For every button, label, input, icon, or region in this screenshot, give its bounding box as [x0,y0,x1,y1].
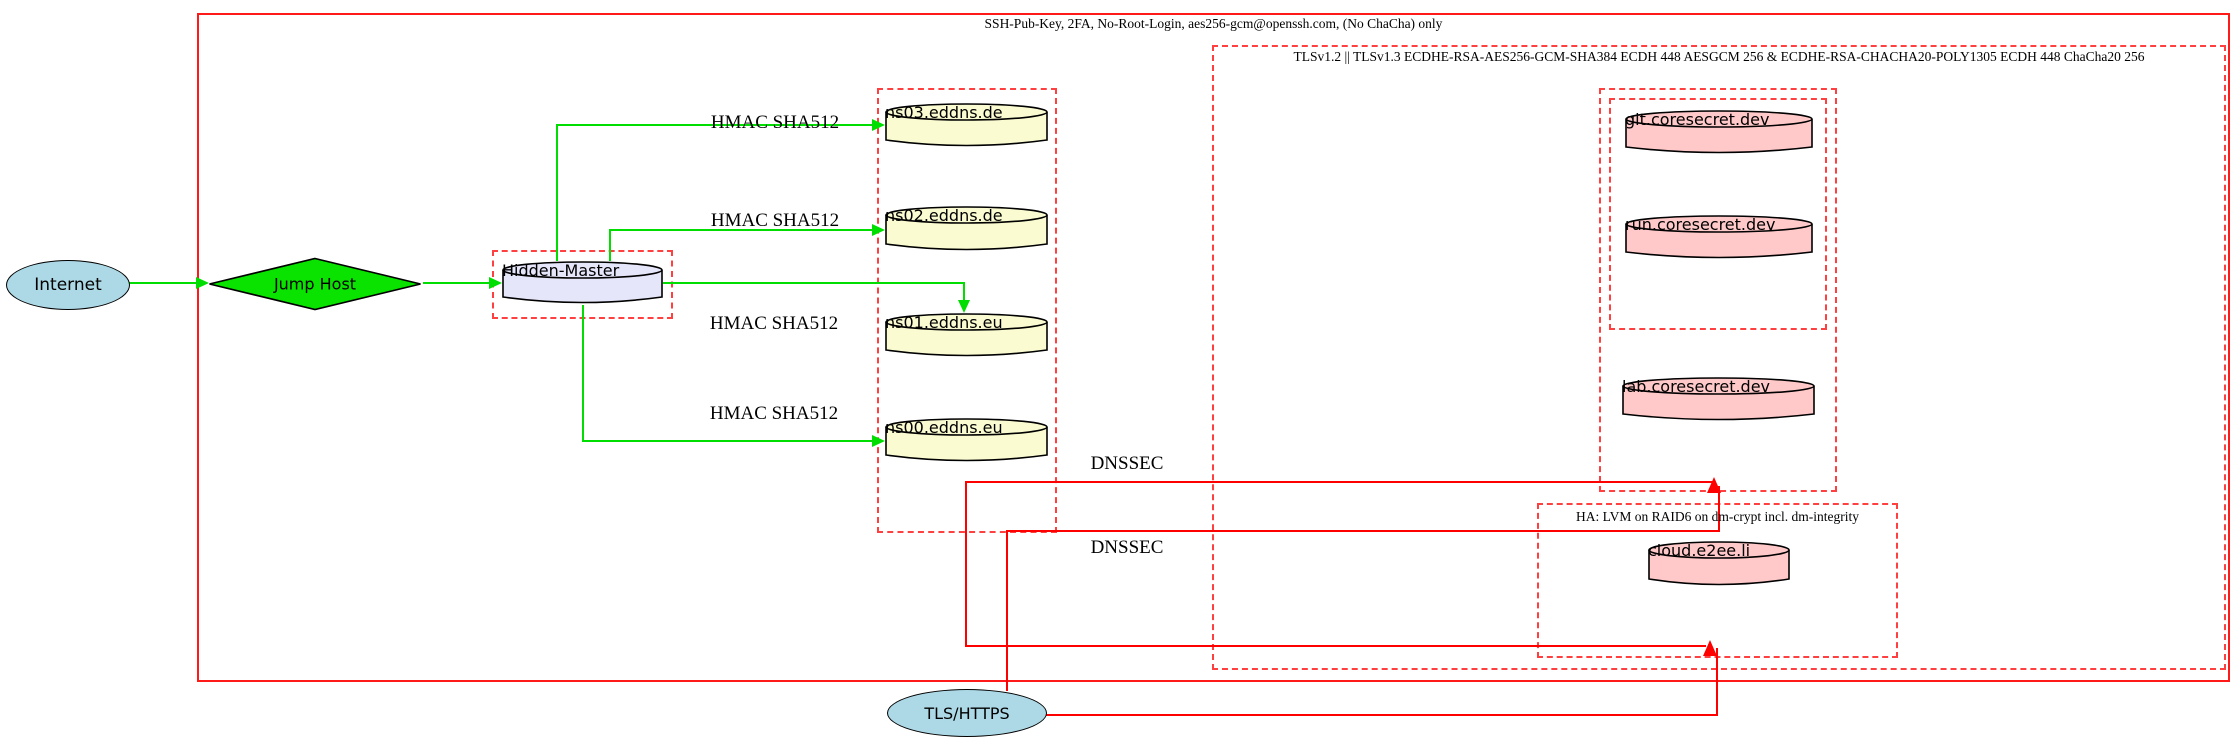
arrowhead-ns02 [872,224,885,236]
web-inner-cluster-box [1609,98,1827,330]
node-ns01: ns01.eddns.eu [885,313,1048,358]
node-ns02: ns02.eddns.de [885,206,1048,252]
node-cloud: cloud.e2ee.li [1648,541,1790,587]
tls-cluster-box [1212,45,2226,670]
edge-hm-ns00-v [582,305,584,442]
edge-hm-ns02-h [609,229,872,231]
node-run-label: run.coresecret.dev [1625,215,1776,234]
tls-cluster-label: TLSv1.2 || TLSv1.3 ECDHE-RSA-AES256-GCM-… [1293,49,2145,64]
node-internet: Internet [6,260,130,310]
node-jump-host: Jump Host [207,257,423,311]
ssh-cluster-box [197,13,2230,682]
node-ns01-label: ns01.eddns.eu [885,313,1003,332]
arrowhead-ns03 [872,119,885,131]
edge-hm-ns03-h [556,124,872,126]
edge-tls-ha-h [1044,714,1718,716]
node-ns01-shape [885,313,1048,357]
edge-label-hmac-ns00: HMAC SHA512 [709,403,839,424]
node-ns02-label: ns02.eddns.de [885,206,1003,225]
node-run-shape [1625,215,1813,259]
edge-tls-web-v1 [1718,486,1720,532]
jump-host-diamond-shape [209,257,421,311]
edge-dnssec1-h [965,481,1713,483]
edge-tls-ha-v [1716,648,1718,716]
node-run: run.coresecret.dev [1625,215,1813,260]
arrowhead-ns00 [872,435,885,447]
node-tls-https: TLS/HTTPS [887,689,1047,737]
edge-jumphost-hiddenmaster [423,282,489,284]
edge-internet-jumphost [128,282,196,284]
edge-tls-web-h [1006,530,1720,532]
edge-hm-ns01-v [963,282,965,300]
edge-dnssec2-h [965,645,1706,647]
node-ns03: ns03.eddns.de [885,103,1048,148]
node-hidden-master-shape [502,261,663,304]
edge-label-hmac-ns03: HMAC SHA512 [710,112,840,133]
node-hidden-master-label: Hidden-Master [502,261,620,280]
arrowhead-ha-cluster [1703,640,1717,656]
ha-cluster-label: HA: LVM on RAID6 on dm-crypt incl. dm-in… [1576,509,1859,524]
node-ns03-shape [885,103,1048,147]
edge-label-dnssec-bottom: DNSSEC [1090,537,1164,558]
node-ns03-label: ns03.eddns.de [885,103,1003,122]
arrowhead-jumphost [196,277,209,289]
edge-hm-ns01-h [663,282,965,284]
node-jump-host-label: Jump Host [273,274,357,294]
node-lab-shape [1622,377,1815,421]
node-git: git.coresecret.dev [1625,110,1813,155]
edge-label-hmac-ns02: HMAC SHA512 [710,210,840,231]
node-lab: lab.coresecret.dev [1622,377,1815,422]
node-internet-label: Internet [34,275,102,295]
edge-hm-ns03-v [556,125,558,261]
node-hidden-master: Hidden-Master [502,261,663,305]
edge-dnssec2-v [965,481,967,646]
arrowhead-ns01 [958,300,970,313]
node-ns02-shape [885,206,1048,251]
node-cloud-label: cloud.e2ee.li [1648,541,1751,560]
node-tls-https-label: TLS/HTTPS [924,703,1010,723]
ssh-cluster-label: SSH-Pub-Key, 2FA, No-Root-Login, aes256-… [984,16,1443,31]
node-git-label: git.coresecret.dev [1625,110,1770,129]
edge-hm-ns00-h [582,440,872,442]
node-cloud-shape [1648,541,1790,586]
node-lab-label: lab.coresecret.dev [1622,377,1771,396]
ns-cluster-box [877,88,1057,533]
node-ns00-shape [885,418,1048,462]
edge-tls-web-v2 [1006,530,1008,691]
arrowhead-hiddenmaster [489,277,502,289]
arrowhead-web-cluster [1707,477,1721,493]
edge-label-dnssec-top: DNSSEC [1090,453,1164,474]
node-ns00-label: ns00.eddns.eu [885,418,1003,437]
edge-hm-ns02-v [609,230,611,261]
node-ns00: ns00.eddns.eu [885,418,1048,463]
node-git-shape [1625,110,1813,154]
edge-label-hmac-ns01: HMAC SHA512 [709,313,839,334]
